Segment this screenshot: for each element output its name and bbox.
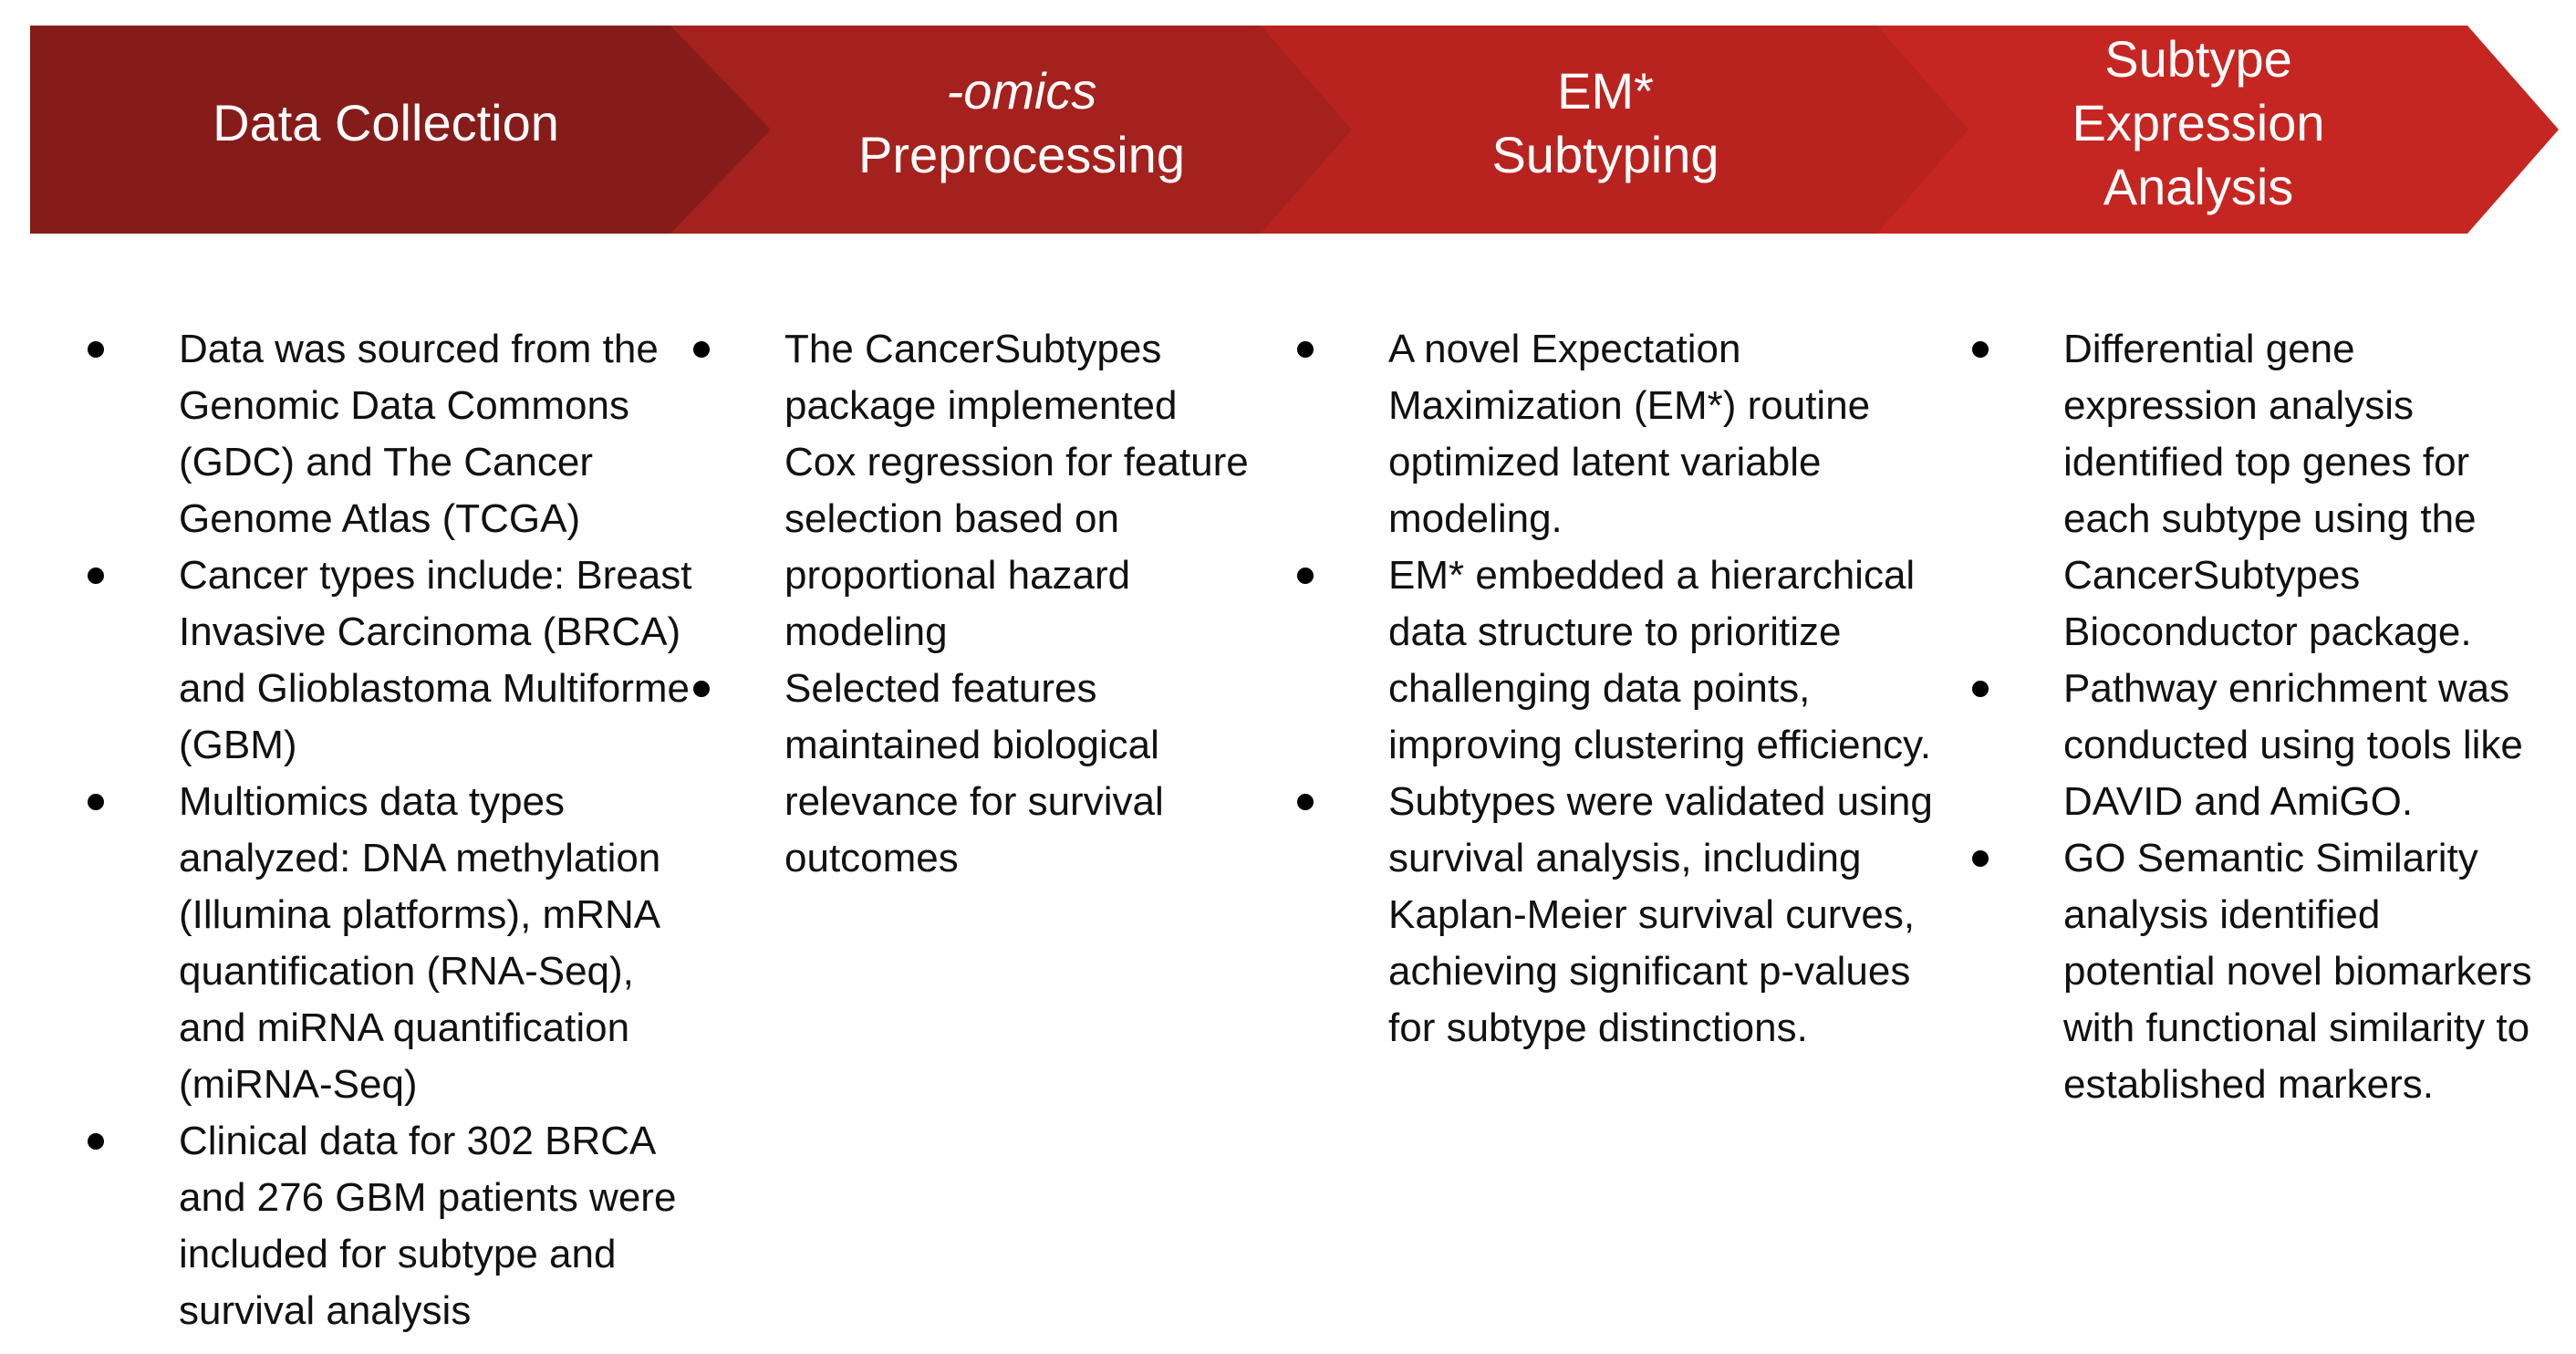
bullet-text: GO Semantic Similarity analysis identifi… [2063, 836, 2532, 1107]
bullet-item: Pathway enrichment was conducted using t… [1972, 661, 2538, 830]
bullet-text: Subtypes were validated using survival a… [1388, 779, 1933, 1050]
bullet-item: Subtypes were validated using survival a… [1297, 774, 1954, 1057]
bullet-item: Cancer types include: Breast Invasive Ca… [88, 547, 699, 774]
bullet-item: Differential gene expression analysis id… [1972, 321, 2538, 661]
bullet-text: Pathway enrichment was conducted using t… [2063, 666, 2523, 824]
bullet-dot [1972, 341, 1989, 358]
stage-details-subtype-expression-analysis: Differential gene expression analysis id… [1972, 321, 2538, 1113]
bullet-text: Data was sourced from the Genomic Data C… [179, 327, 659, 541]
stage-chevron-data-collection [30, 26, 771, 234]
stage-title-line: Subtype [2104, 30, 2292, 88]
stage-details-em-subtyping: A novel Expectation Maximization (EM*) r… [1297, 321, 1954, 1057]
bullet-text: Multiomics data types analyzed: DNA meth… [179, 779, 661, 1107]
bullet-list: Differential gene expression analysis id… [1972, 321, 2538, 1113]
bullet-text: Differential gene expression analysis id… [2063, 327, 2477, 654]
bullet-dot [693, 341, 710, 358]
bullet-text: EM* embedded a hierarchical data structu… [1388, 553, 1932, 767]
bullet-dot [1297, 341, 1314, 358]
bullet-text: The CancerSubtypes package implemented C… [784, 327, 1249, 654]
bullet-item: A novel Expectation Maximization (EM*) r… [1297, 321, 1954, 547]
bullet-list: The CancerSubtypes package implemented C… [693, 321, 1259, 887]
stage-title-line: Subtyping [1491, 126, 1719, 183]
bullet-item: The CancerSubtypes package implemented C… [693, 321, 1259, 661]
process-arrow-banner [30, 26, 2559, 234]
stage-title-line: Expression [2072, 94, 2325, 151]
stage-title-omics-preprocessing: -omics Preprocessing [657, 36, 1387, 210]
bullet-text: Selected features maintained biological … [784, 666, 1164, 880]
stage-chevron-subtype-expression [1870, 26, 2559, 234]
stage-title-line: EM* [1557, 62, 1654, 120]
bullet-dot [1297, 568, 1314, 584]
stage-title-line: -omics [946, 62, 1097, 120]
bullet-item: Multiomics data types analyzed: DNA meth… [88, 774, 699, 1113]
bullet-item: EM* embedded a hierarchical data structu… [1297, 547, 1954, 774]
bullet-item: Clinical data for 302 BRCA and 276 GBM p… [88, 1113, 699, 1339]
bullet-item: Data was sourced from the Genomic Data C… [88, 321, 699, 547]
stage-title-data-collection: Data Collection [30, 36, 742, 210]
stage-title-subtype-expression-analysis: Subtype Expression Analysis [1870, 30, 2527, 215]
bullet-text: Clinical data for 302 BRCA and 276 GBM p… [179, 1119, 677, 1333]
stage-details-omics-preprocessing: The CancerSubtypes package implemented C… [693, 321, 1259, 887]
bullet-dot [1297, 794, 1314, 810]
bullet-dot [88, 1133, 104, 1150]
bullet-dot [88, 568, 104, 584]
stage-title-line: Preprocessing [858, 126, 1185, 183]
bullet-list: Data was sourced from the Genomic Data C… [88, 321, 699, 1339]
bullet-item: Selected features maintained biological … [693, 661, 1259, 887]
bullet-dot [1972, 850, 1989, 867]
bullet-item: GO Semantic Similarity analysis identifi… [1972, 830, 2538, 1113]
bullet-dot [693, 681, 710, 697]
bullet-list: A novel Expectation Maximization (EM*) r… [1297, 321, 1954, 1057]
stage-chevron-em-subtyping [1222, 26, 1968, 234]
stage-title-em-subtyping: EM* Subtyping [1241, 36, 1970, 210]
bullet-dot [88, 794, 104, 810]
bullet-dot [1972, 681, 1989, 697]
stage-title-line: Analysis [2103, 158, 2294, 215]
stage-details-data-collection: Data was sourced from the Genomic Data C… [88, 321, 699, 1339]
bullet-text: Cancer types include: Breast Invasive Ca… [179, 553, 692, 767]
bullet-text: A novel Expectation Maximization (EM*) r… [1388, 327, 1871, 541]
stage-title-line: Data Collection [213, 94, 559, 151]
stage-chevron-omics-preprocessing [639, 26, 1352, 234]
bullet-dot [88, 341, 104, 358]
